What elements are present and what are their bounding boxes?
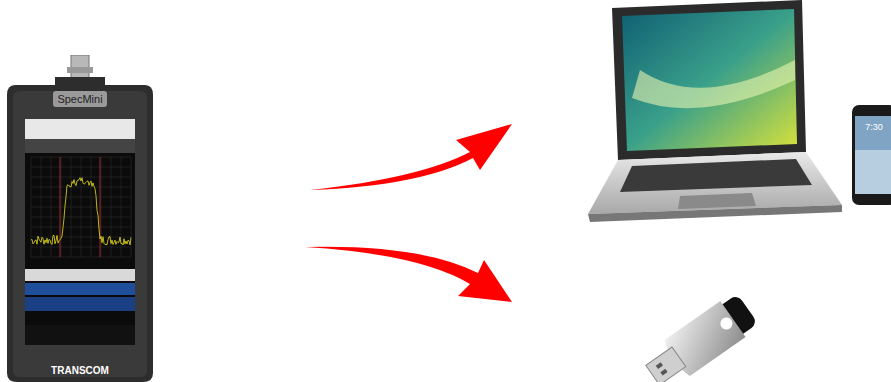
phone-clock: 7:30 [852, 122, 891, 132]
phone-illustration [852, 105, 891, 205]
brand-logo-text: TRANSCOM [5, 365, 155, 376]
laptop-illustration [588, 0, 842, 222]
device-model-name: SpecMini [5, 93, 155, 105]
red-arrow [305, 247, 512, 302]
red-arrow [310, 124, 512, 190]
device-body: SpecMiniTRANSCOM [5, 55, 155, 382]
usb-drive-illustration [640, 291, 760, 382]
